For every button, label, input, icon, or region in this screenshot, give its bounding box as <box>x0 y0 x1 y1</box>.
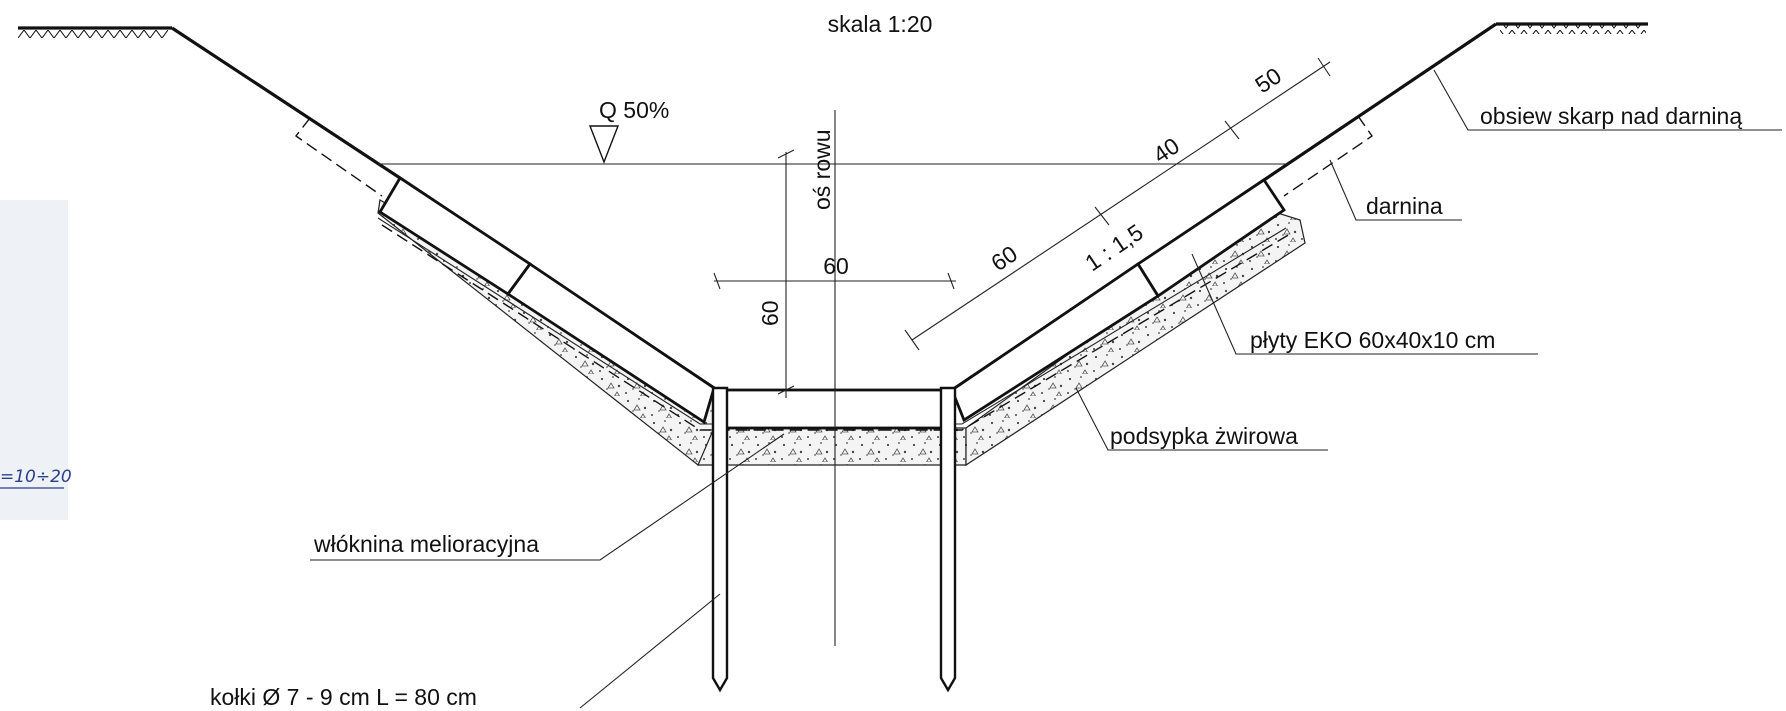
label-pegs: kołki Ø 7 - 9 cm L = 80 cm <box>210 684 477 710</box>
eco-plate-left-lower <box>505 262 716 425</box>
slope-dimension <box>904 57 1331 351</box>
eco-plate-bottom <box>720 388 952 430</box>
label-geotextile: włóknina melioracyjna <box>313 531 539 557</box>
bottom-width-dimension <box>713 272 956 290</box>
eco-plate-left-upper <box>378 176 532 296</box>
label-grass-sowing: obsiew skarp nad darniną <box>1480 103 1742 129</box>
label-gravel-bed: podsypka żwirowa <box>1110 423 1298 449</box>
peg-right <box>939 386 957 693</box>
label-eco-plates: płyty EKO 60x40x10 cm <box>1250 327 1495 353</box>
scan-margin-shade <box>0 200 68 520</box>
gravel-bed-bottom <box>697 427 967 466</box>
geotextile-line <box>381 224 1291 431</box>
turf-left <box>294 117 383 197</box>
leader-eco-plates <box>1191 253 1538 355</box>
leader-turf <box>1329 159 1462 221</box>
slope-segment-3-value: 50 <box>1250 62 1286 98</box>
leader-grass-sowing <box>1433 69 1782 131</box>
ground-surface-left <box>18 26 172 38</box>
bottom-width-value: 60 <box>823 253 849 279</box>
peg-left <box>711 386 729 693</box>
turf-right <box>1283 115 1373 197</box>
ditch-axis-label: oś rowu <box>809 129 835 210</box>
water-level-marker-icon <box>588 125 620 164</box>
edge-fragment-text: =10÷20 <box>0 467 72 487</box>
leader-gravel-bed <box>1075 387 1328 451</box>
water-level-label: Q 50% <box>599 97 669 123</box>
leader-geotextile <box>310 433 785 561</box>
eco-plate-right-lower <box>950 262 1160 423</box>
depth-value: 60 <box>757 300 783 326</box>
drawing-title: skala 1:20 <box>828 11 933 37</box>
label-turf: darnina <box>1366 193 1443 219</box>
ground-surface-right <box>1496 22 1648 34</box>
depth-dimension <box>777 149 795 398</box>
leader-pegs <box>579 593 721 709</box>
